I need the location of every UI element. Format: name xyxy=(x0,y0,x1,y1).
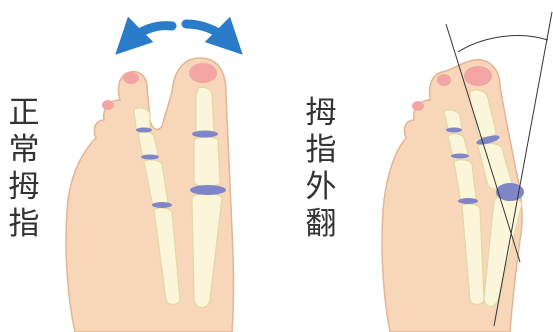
hallux-toe-nail xyxy=(412,101,424,111)
hallux-toe-nail xyxy=(464,66,492,86)
normal-foot xyxy=(66,24,233,332)
normal-toe-nail xyxy=(102,100,114,110)
double-curved-arrow-icon xyxy=(128,24,230,42)
normal-toe-nail xyxy=(123,72,139,84)
hallux-valgus-foot xyxy=(382,12,552,332)
hallux-toe-nail xyxy=(437,74,451,86)
normal-toe-nail xyxy=(189,63,217,83)
